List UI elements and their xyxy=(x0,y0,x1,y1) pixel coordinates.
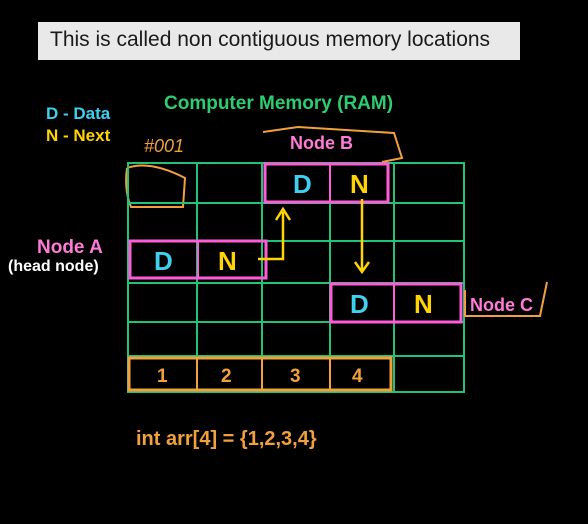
array-cell-4: 4 xyxy=(352,366,363,387)
node-c-label: Node C xyxy=(470,295,533,315)
node-b-next-cell: N xyxy=(350,169,369,199)
node-a-data-cell: D xyxy=(154,246,173,276)
node-c-box xyxy=(329,282,463,324)
address-highlight-mark xyxy=(125,164,187,208)
node-a-label: Node A xyxy=(37,237,103,258)
node-a: Node A (head node) D N xyxy=(8,237,268,280)
pointer-a-to-b-arrow xyxy=(258,206,292,261)
caption-banner: This is called non contiguous memory loc… xyxy=(38,22,520,60)
array-declaration: int arr[4] = {1,2,3,4} xyxy=(136,428,317,450)
node-b-label: Node B xyxy=(290,133,353,153)
legend-data: D - Data xyxy=(46,104,111,123)
node-a-next-cell: N xyxy=(218,246,237,276)
array-cell-1: 1 xyxy=(157,366,168,387)
array-cell-3: 3 xyxy=(290,366,301,387)
legend-next: N - Next xyxy=(46,126,111,145)
array-cell-2: 2 xyxy=(221,366,232,387)
node-b-box xyxy=(263,162,390,204)
node-c-next-cell: N xyxy=(414,289,433,319)
node-c-data-cell: D xyxy=(350,289,369,319)
pointer-b-to-c-arrow xyxy=(353,199,371,275)
array-row: 1 2 3 4 xyxy=(127,356,393,392)
node-b-label-outline xyxy=(262,125,404,163)
diagram-title: Computer Memory (RAM) xyxy=(164,93,393,114)
array-box xyxy=(127,356,393,392)
address-annotation: #001 xyxy=(144,136,184,156)
node-a-sublabel: (head node) xyxy=(8,258,99,275)
node-c: D N Node C xyxy=(329,281,548,324)
node-b: Node B D N xyxy=(262,125,404,204)
node-b-data-cell: D xyxy=(293,169,312,199)
node-c-label-outline xyxy=(464,281,548,317)
